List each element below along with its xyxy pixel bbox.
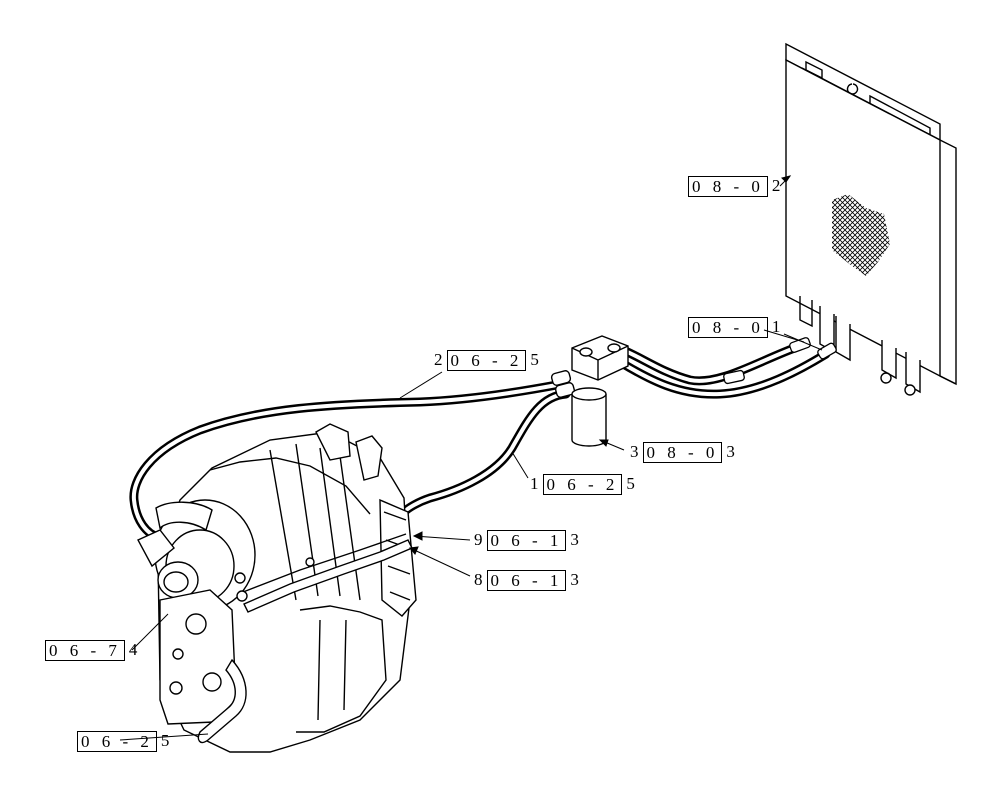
callout-08-02: 0 8 - 0 2 <box>688 175 784 197</box>
callout-ref: 0 8 - 0 <box>642 441 723 463</box>
callout-ref: 0 8 - 0 <box>688 316 768 338</box>
callout-ref: 0 6 - 1 <box>486 529 567 551</box>
callout-ref: 0 6 - 7 <box>45 639 125 661</box>
callout-item-3: 3 0 8 - 0 3 <box>630 441 739 463</box>
callout-suffix: 1 <box>771 317 785 336</box>
callout-item-9: 9 0 6 - 1 3 <box>474 529 583 551</box>
callout-08-01: 0 8 - 0 1 <box>688 316 784 338</box>
oil-filter <box>550 335 629 447</box>
callout-number: 1 <box>530 474 539 493</box>
callout-suffix: 3 <box>570 530 583 549</box>
transmission <box>137 423 417 753</box>
callout-suffix: 5 <box>530 350 543 369</box>
callout-number: 9 <box>474 530 483 549</box>
callout-suffix: 5 <box>160 731 174 750</box>
callout-suffix: 5 <box>626 474 639 493</box>
callout-suffix: 4 <box>128 640 142 659</box>
oil-cooler <box>785 42 957 396</box>
leader-lines <box>119 175 823 741</box>
callout-item-2: 2 0 6 - 2 5 <box>434 349 543 371</box>
callout-number: 2 <box>434 350 443 369</box>
callout-ref: 0 6 - 1 <box>486 569 567 591</box>
callout-item-1: 1 0 6 - 2 5 <box>530 473 639 495</box>
callout-item-8: 8 0 6 - 1 3 <box>474 569 583 591</box>
callout-06-25: 0 6 - 2 5 <box>77 730 173 752</box>
callout-ref: 0 6 - 2 <box>77 730 157 752</box>
callout-06-74: 0 6 - 7 4 <box>45 639 141 661</box>
hoses <box>129 337 837 543</box>
callout-ref: 0 6 - 2 <box>446 349 527 371</box>
callout-ref: 0 6 - 2 <box>542 473 623 495</box>
callout-suffix: 3 <box>570 570 583 589</box>
callout-suffix: 2 <box>771 176 785 195</box>
callout-number: 3 <box>630 442 639 461</box>
callout-suffix: 3 <box>726 442 739 461</box>
callout-number: 8 <box>474 570 483 589</box>
callout-ref: 0 8 - 0 <box>688 175 768 197</box>
